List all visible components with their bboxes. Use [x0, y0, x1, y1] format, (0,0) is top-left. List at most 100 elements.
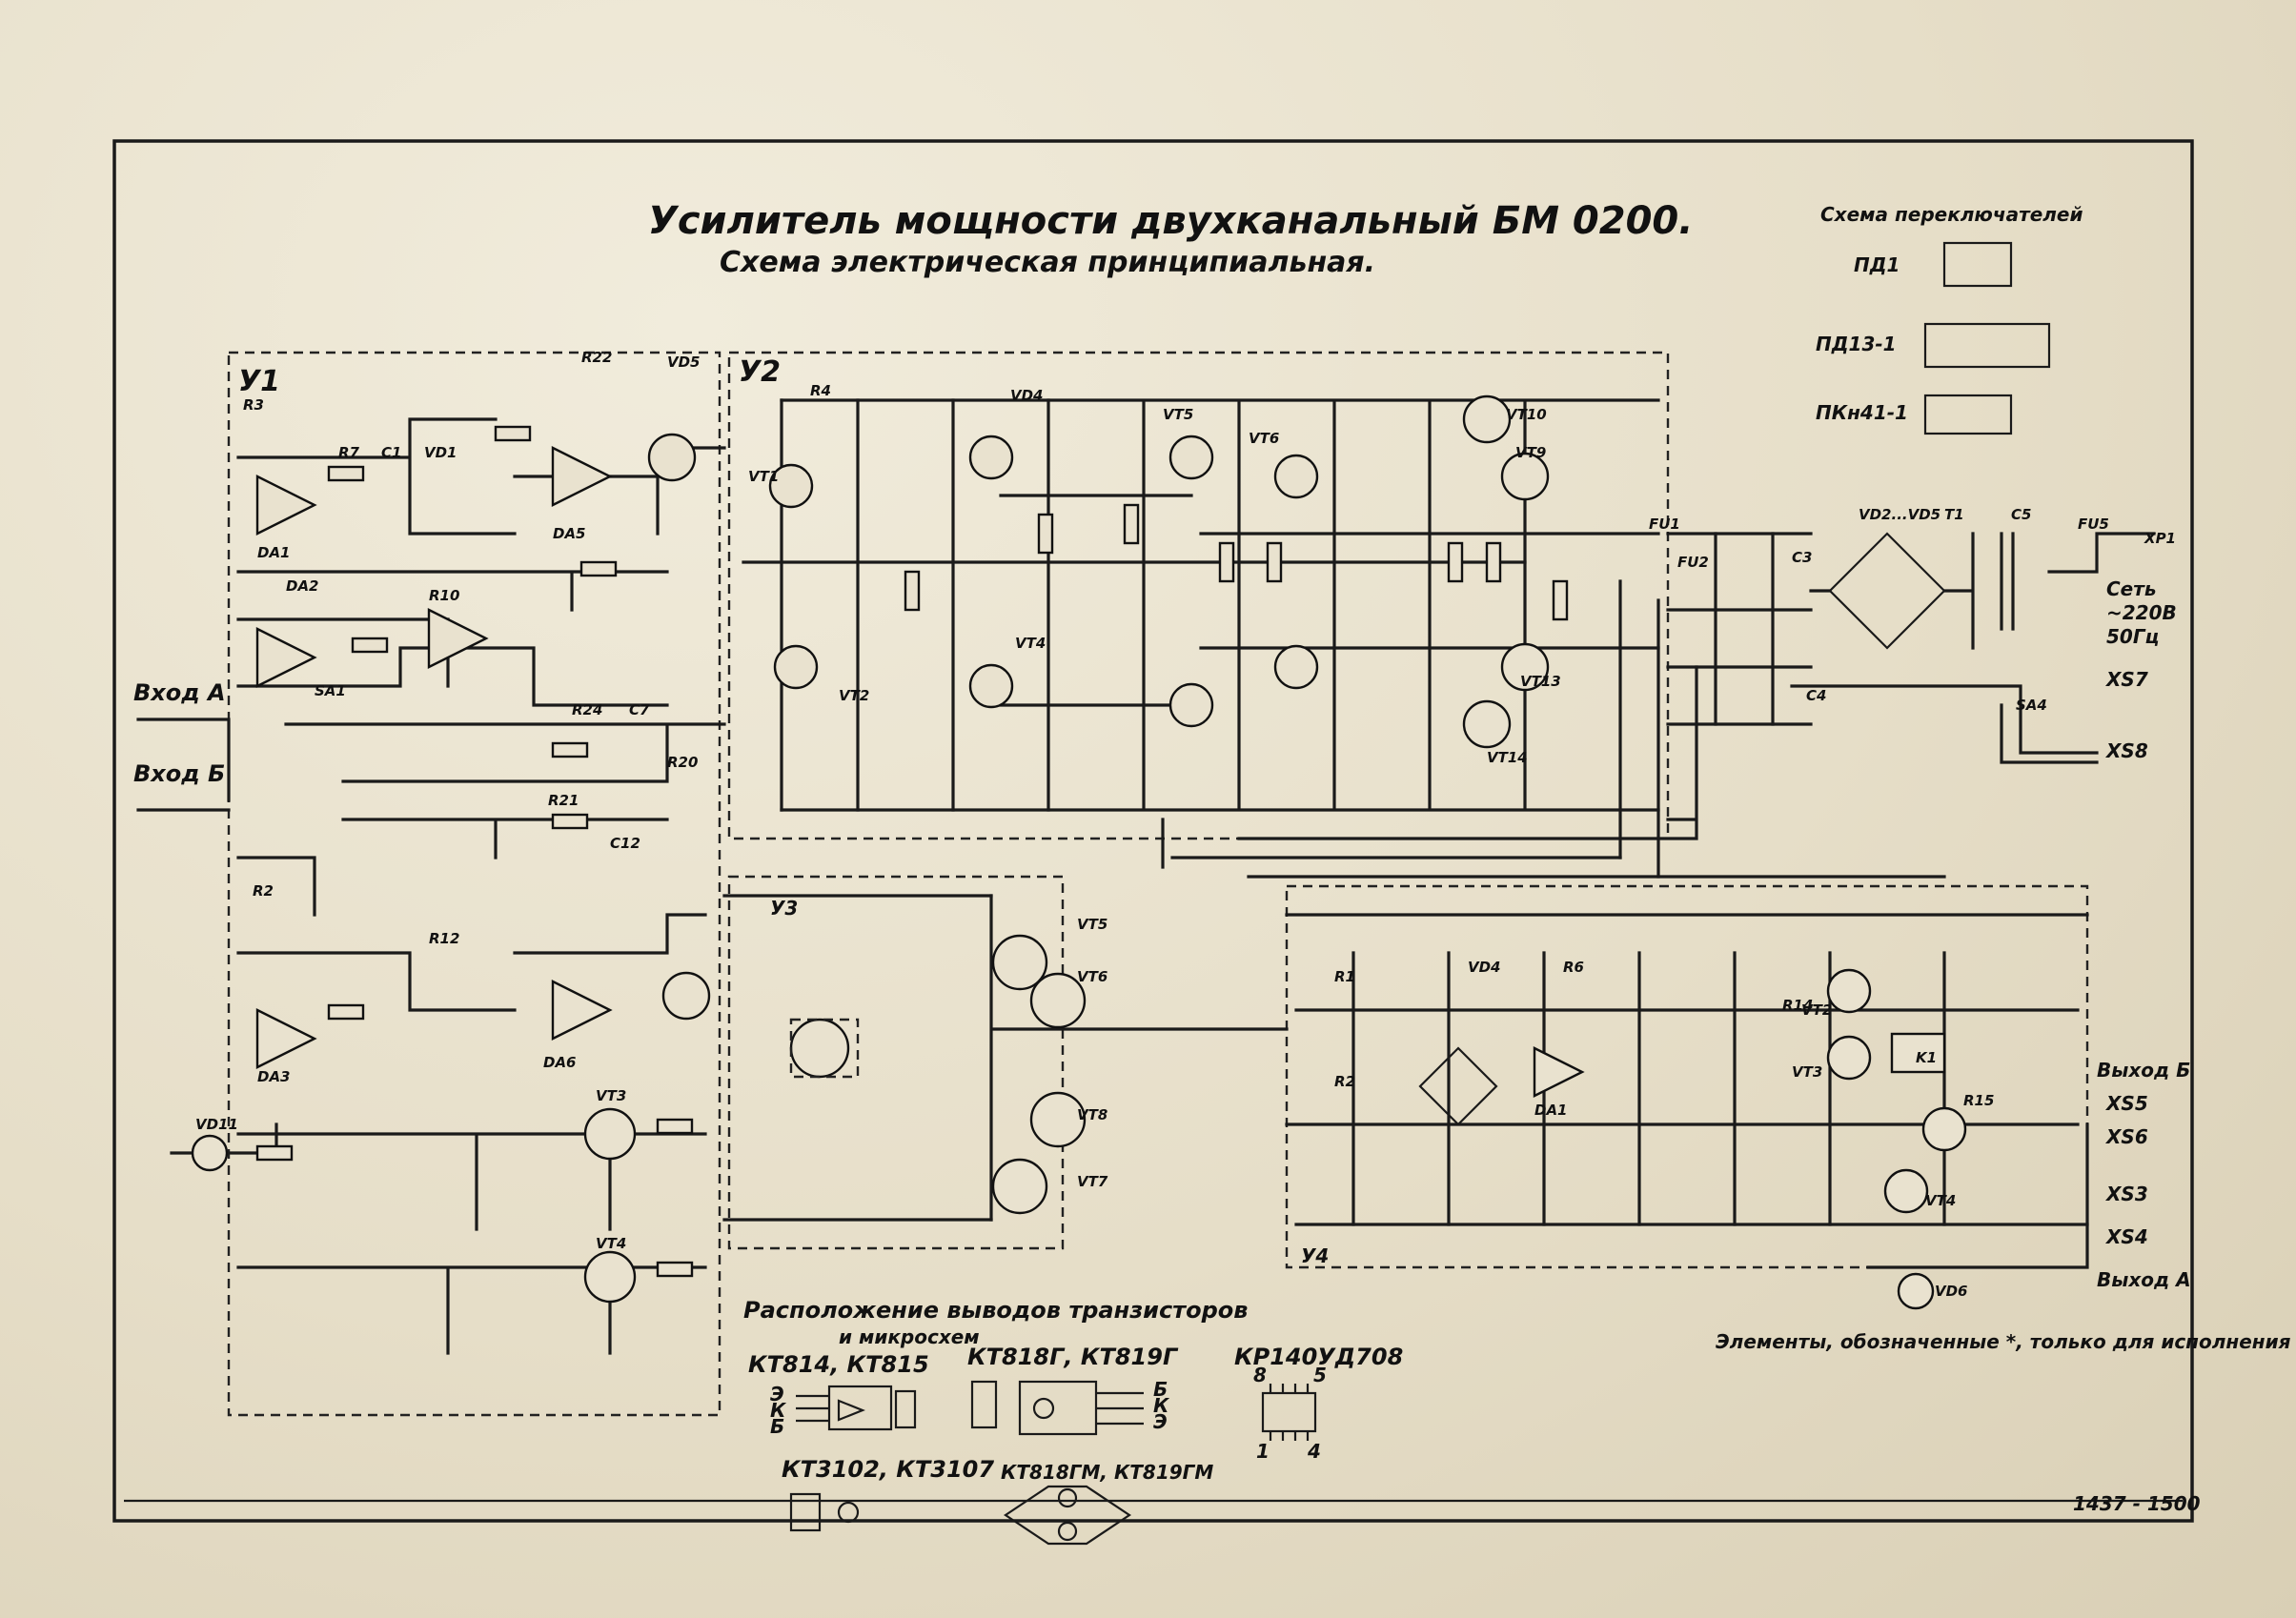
svg-text:R12: R12 — [429, 930, 459, 947]
diagram-subtitle: Схема электрическая принципиальная. — [720, 246, 1375, 279]
svg-text:DA5: DA5 — [553, 525, 586, 542]
opamp-da1 — [255, 475, 317, 536]
transistor-vt3 — [583, 1107, 637, 1161]
block-u2-label: У2 — [739, 355, 781, 389]
socket-xs8: XS8 — [2104, 739, 2148, 762]
svg-text:C12: C12 — [610, 835, 640, 852]
interconnect-wires — [1161, 579, 1698, 879]
svg-text:T1: T1 — [1944, 506, 1964, 523]
pin-e-1: Э — [770, 1383, 784, 1406]
svg-text:R3: R3 — [243, 396, 264, 414]
sheet-frame — [112, 139, 2194, 1523]
resistor-r24 — [551, 741, 589, 758]
opamp-da6 — [551, 980, 613, 1041]
pinout-kt3102-symbol — [789, 1492, 860, 1532]
pinout-kt818-label: КТ818Г, КТ819Г — [967, 1344, 1179, 1370]
resistor-r7 — [327, 465, 365, 482]
mains-frequency: 50Гц — [2106, 625, 2159, 648]
svg-text:DA3: DA3 — [257, 1068, 291, 1085]
svg-text:VT4: VT4 — [1015, 635, 1046, 652]
pin-1: 1 — [1256, 1440, 1270, 1463]
socket-xs3: XS3 — [2104, 1183, 2148, 1205]
svg-text:VT8: VT8 — [1077, 1106, 1107, 1123]
svg-text:VT4: VT4 — [1925, 1192, 1956, 1209]
resistor-r21 — [551, 813, 589, 830]
svg-text:DA2: DA2 — [286, 577, 319, 595]
svg-text:VT2: VT2 — [1801, 1001, 1832, 1019]
svg-text:VT3: VT3 — [596, 1087, 626, 1104]
block-u4-outline — [1285, 884, 2089, 1269]
svg-text:VT6: VT6 — [1077, 968, 1107, 985]
block-u4-label: У4 — [1301, 1244, 1329, 1267]
mains-label: Сеть — [2106, 577, 2156, 600]
svg-text:VD5: VD5 — [667, 354, 701, 371]
pin-k-2: К — [1153, 1394, 1170, 1417]
switch-pkn41-symbol — [1923, 394, 2013, 435]
svg-text:R7: R7 — [338, 444, 360, 461]
pinout-kr140-symbol — [1261, 1384, 1317, 1441]
pin-4: 4 — [1307, 1440, 1321, 1463]
switch-pd1-symbol — [1942, 241, 2013, 288]
svg-text:C3: C3 — [1792, 549, 1812, 566]
svg-text:C1: C1 — [381, 444, 401, 461]
component-labels: R3 R7 C1 VD1 DA1 DA5 VD5 R22 DA2 R10 SA1… — [195, 349, 2176, 1300]
pinout-title: Расположение выводов транзисторов — [743, 1297, 1248, 1324]
input-b-label: Вход Б — [133, 760, 225, 787]
svg-text:VT14: VT14 — [1487, 749, 1528, 766]
svg-text:VD1: VD1 — [424, 444, 457, 461]
opamp-da2 — [255, 627, 317, 688]
mains-voltage: ~220В — [2106, 601, 2177, 624]
block-u1-outline — [227, 351, 721, 1417]
stamp-code: 1437 - 1500 — [2073, 1492, 2201, 1515]
opamp-u4-da1 — [1533, 1046, 1585, 1098]
transistor-vt4 — [583, 1250, 637, 1304]
pin-5: 5 — [1313, 1364, 1327, 1386]
switch-pd13-symbol — [1923, 322, 2051, 369]
svg-text:R1: R1 — [1334, 968, 1355, 985]
svg-text:VD2...VD5: VD2...VD5 — [1859, 506, 1940, 523]
pin-k-1: К — [770, 1399, 787, 1422]
resistor-r30 — [656, 1261, 694, 1278]
svg-text:VT6: VT6 — [1249, 430, 1279, 447]
svg-text:VT7: VT7 — [1077, 1173, 1108, 1190]
svg-text:K1: K1 — [1916, 1049, 1937, 1066]
resistor-r13 — [494, 425, 532, 442]
svg-text:VT10: VT10 — [1506, 406, 1547, 423]
input-a-label: Вход А — [133, 679, 226, 706]
socket-xs7: XS7 — [2104, 668, 2148, 691]
svg-text:C5: C5 — [2011, 506, 2031, 523]
svg-text:VT2: VT2 — [839, 687, 869, 704]
svg-text:DA1: DA1 — [1534, 1102, 1568, 1119]
transistor-vt1 — [647, 433, 697, 482]
svg-text:R21: R21 — [548, 792, 579, 809]
svg-text:XP1: XP1 — [2144, 530, 2176, 547]
u2-transistors — [768, 394, 1550, 749]
pin-8: 8 — [1253, 1364, 1267, 1386]
pinout-kt818gm-symbol — [1004, 1485, 1131, 1546]
pin-b-2: Б — [1153, 1378, 1168, 1401]
pinout-kr140-label: КР140УД708 — [1234, 1344, 1403, 1370]
opamp-da5 — [551, 446, 613, 507]
pinout-kt818-symbol — [970, 1380, 1144, 1436]
svg-text:R15: R15 — [1963, 1092, 1994, 1109]
switch-scheme-title: Схема переключателей — [1820, 203, 2083, 226]
resistor-r28 — [656, 1118, 694, 1135]
svg-text:VD4: VD4 — [1468, 959, 1501, 976]
power-supply — [1666, 532, 2156, 764]
output-b-label: Выход Б — [2097, 1059, 2190, 1082]
pin-b-1: Б — [770, 1415, 784, 1438]
resistor-r9 — [327, 1003, 365, 1021]
pinout-kt818gm-label: КТ818ГМ, КТ819ГМ — [1001, 1461, 1213, 1484]
svg-text:C7: C7 — [629, 701, 650, 718]
svg-text:R24: R24 — [572, 701, 602, 718]
svg-text:FU1: FU1 — [1649, 516, 1680, 533]
svg-text:R20: R20 — [667, 754, 698, 771]
svg-text:R2: R2 — [1334, 1073, 1355, 1090]
svg-text:VT3: VT3 — [1792, 1063, 1822, 1081]
input-wires — [136, 718, 231, 812]
svg-text:R6: R6 — [1563, 959, 1584, 976]
svg-text:VD6: VD6 — [1935, 1283, 1968, 1300]
led-vd11 — [191, 1134, 229, 1172]
svg-text:VT9: VT9 — [1515, 444, 1546, 461]
